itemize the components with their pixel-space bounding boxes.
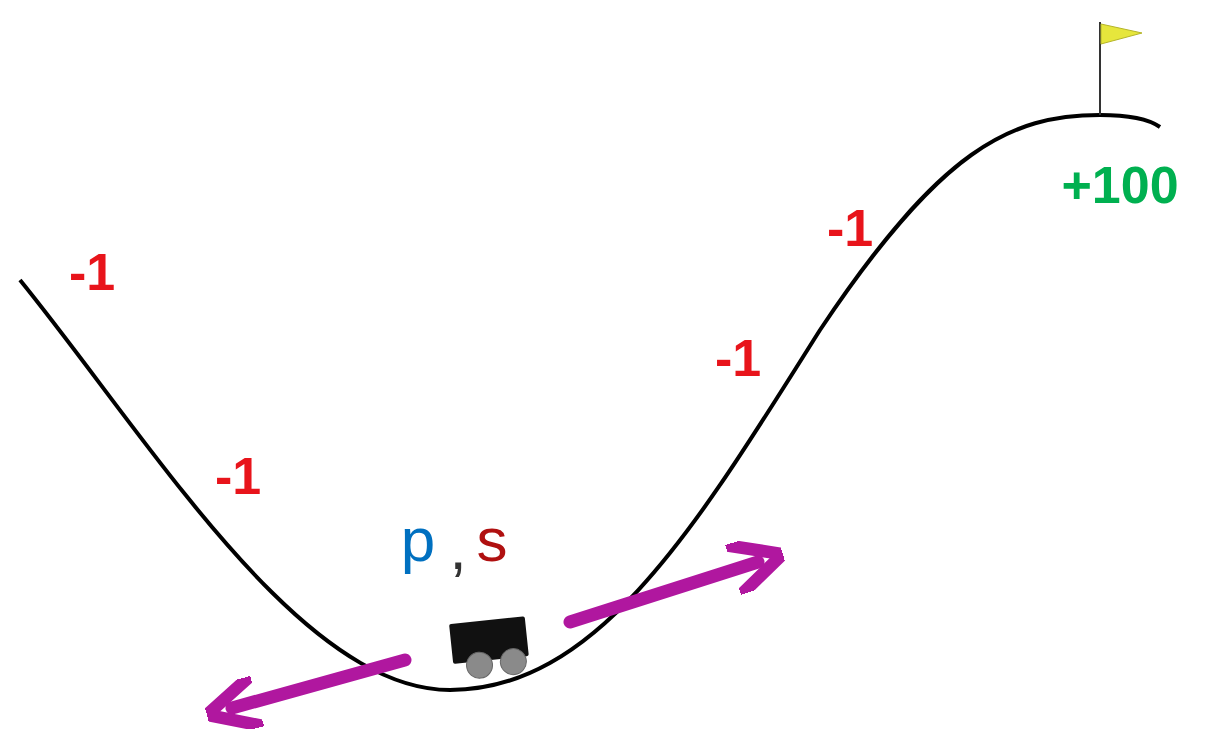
car — [449, 616, 531, 681]
cost-label: -1 — [715, 332, 761, 384]
goal-flag — [1100, 22, 1142, 115]
position-symbol: p — [401, 509, 435, 571]
cost-label: -1 — [215, 450, 261, 502]
hill-curve — [20, 115, 1160, 690]
push-right-arrow — [570, 562, 758, 622]
separator: , — [449, 517, 466, 579]
push-left-arrow — [232, 660, 405, 708]
reward-label: +100 — [1061, 159, 1178, 211]
speed-symbol: s — [477, 509, 508, 571]
cost-label: -1 — [827, 202, 873, 254]
cost-label: -1 — [69, 246, 115, 298]
